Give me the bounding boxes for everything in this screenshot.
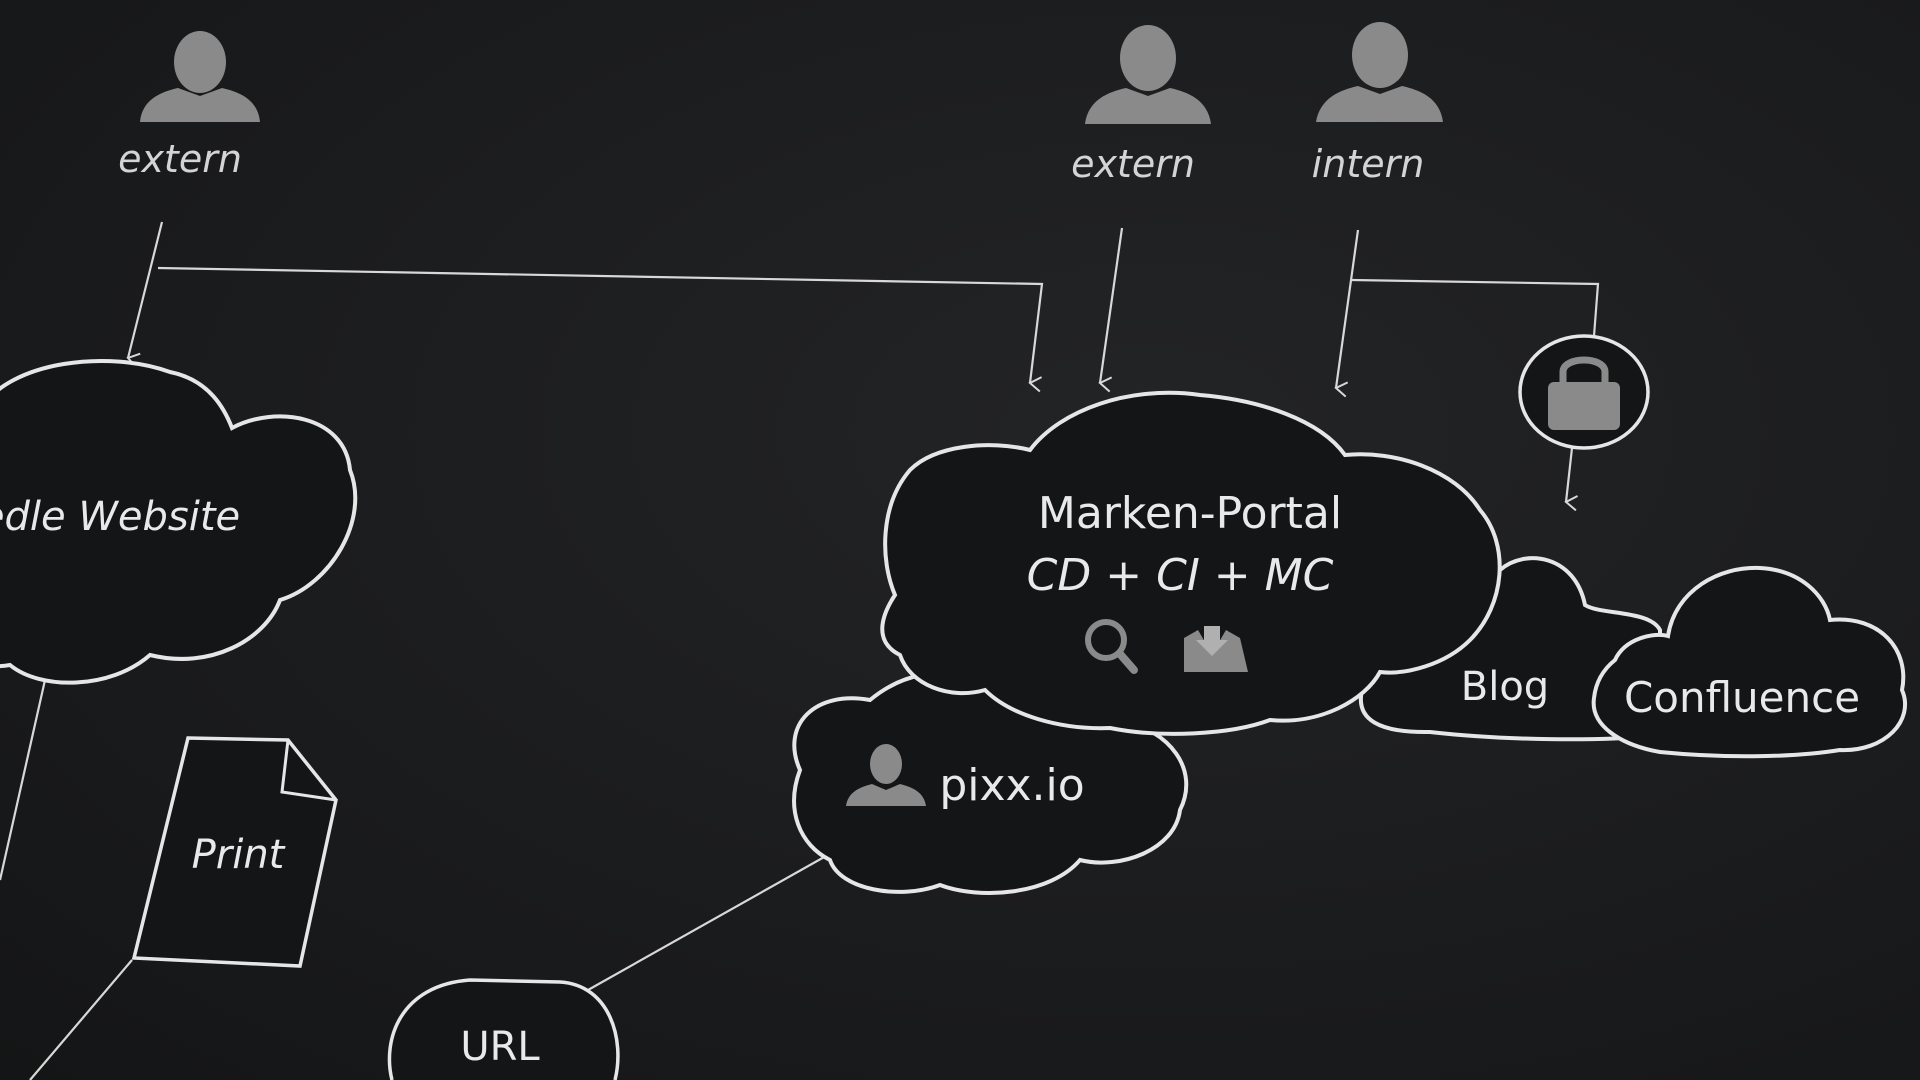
confluence-cloud-shape xyxy=(1591,565,1908,759)
connector-extern-website xyxy=(126,221,164,369)
user-label: extern xyxy=(1071,142,1195,186)
connectors xyxy=(0,221,1600,1080)
user-icon xyxy=(846,744,926,806)
print-node: Print xyxy=(131,736,338,968)
connector-extern-portal xyxy=(157,266,1044,393)
user-label: extern xyxy=(118,137,242,181)
connector-extern2-portal xyxy=(1098,227,1124,393)
connector-lock-blog xyxy=(1564,447,1578,512)
print-document-fold xyxy=(280,739,337,802)
connector-intern-portal xyxy=(1334,229,1360,398)
connector-website-down xyxy=(0,679,47,881)
print-label: Print xyxy=(192,832,286,878)
connector-pixxio-url xyxy=(587,855,827,991)
lock-node xyxy=(1518,334,1650,450)
website-label: edle Website xyxy=(0,494,240,540)
confluence-cloud: Confluence xyxy=(1591,565,1908,759)
url-label: URL xyxy=(460,1024,540,1070)
confluence-label: Confluence xyxy=(1624,673,1860,722)
portal-title: Marken-Portal xyxy=(1038,488,1342,539)
portal-cloud: Marken-Portal CD + CI + MC xyxy=(880,390,1502,736)
user-label: intern xyxy=(1312,142,1425,186)
pixxio-label: pixx.io xyxy=(939,760,1084,811)
user-icon xyxy=(1316,22,1443,122)
print-document-shape xyxy=(131,736,338,968)
connector-intern-lock xyxy=(1351,278,1600,337)
url-node: URL xyxy=(387,978,620,1080)
search-icon xyxy=(1085,619,1138,674)
website-cloud-shape xyxy=(0,358,358,685)
user-extern-right: extern xyxy=(1071,25,1211,186)
user-icon xyxy=(1085,25,1211,124)
lock-icon xyxy=(1548,356,1620,430)
user-intern: intern xyxy=(1312,22,1443,186)
download-icon xyxy=(1184,626,1248,672)
blog-label: Blog xyxy=(1461,664,1549,710)
user-icon xyxy=(140,31,260,122)
portal-subtitle: CD + CI + MC xyxy=(1027,550,1334,601)
connector-print-down xyxy=(29,959,133,1080)
user-extern-left: extern xyxy=(118,31,260,181)
portal-cloud-shape xyxy=(880,390,1502,736)
url-pill-shape xyxy=(387,978,620,1080)
website-cloud: edle Website xyxy=(0,358,358,685)
